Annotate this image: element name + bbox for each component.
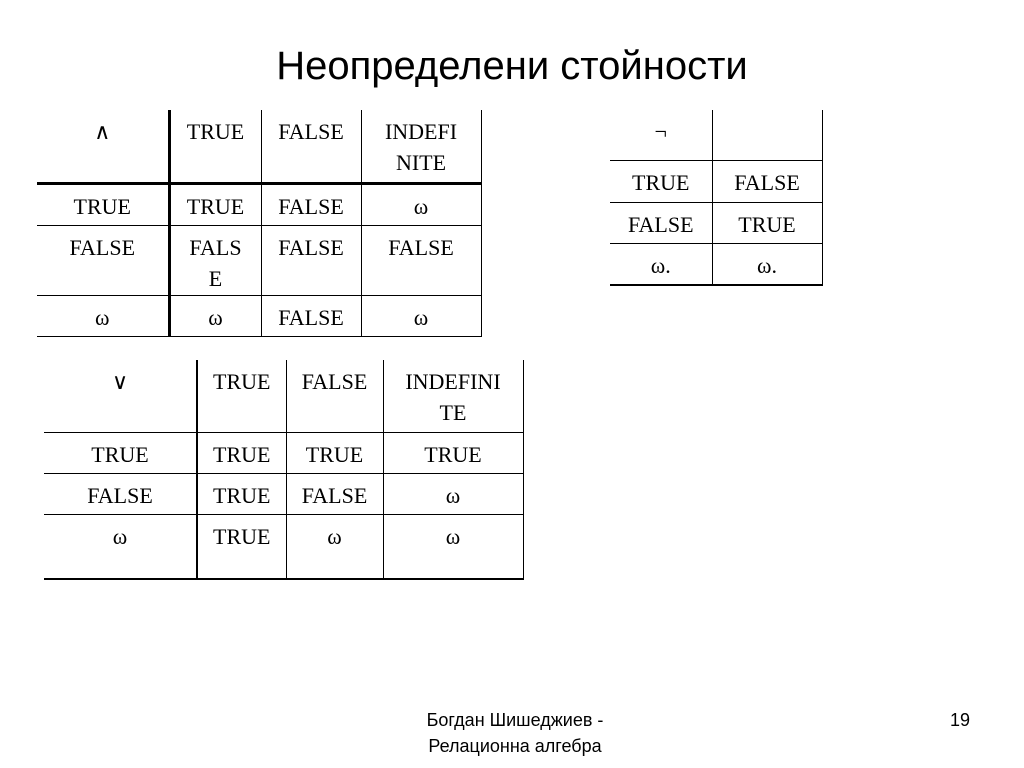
table-row: ω. ω. xyxy=(610,242,823,286)
table-cell: ω xyxy=(382,513,524,580)
table-header-cell: TRUE xyxy=(167,110,261,183)
table-cell: FALSE xyxy=(285,472,383,514)
table-cell: TRUE xyxy=(167,181,261,225)
table-row-header: FALSE xyxy=(37,224,169,295)
and-truth-table: ∧ TRUE FALSE INDEFI NITE TRUE TRUE FALSE… xyxy=(37,110,482,337)
table-header-cell xyxy=(711,110,823,160)
table-row-header: ω. xyxy=(610,242,712,286)
table-row-header: TRUE xyxy=(44,431,197,473)
table-cell: ω xyxy=(360,181,482,225)
table-row: TRUE FALSE xyxy=(610,159,823,202)
table-cell: FALS E xyxy=(167,224,261,295)
table-row: TRUE TRUE TRUE TRUE xyxy=(44,431,524,473)
or-truth-table: ∨ TRUE FALSE INDEFINI TE TRUE TRUE TRUE … xyxy=(44,360,524,580)
table-header-row: ∨ TRUE FALSE INDEFINI TE xyxy=(44,360,524,432)
table-cell: FALSE xyxy=(260,294,361,337)
table-row: FALSE FALS E FALSE FALSE xyxy=(37,224,482,295)
table-cell: TRUE xyxy=(711,201,823,243)
table-cell: TRUE xyxy=(196,472,286,514)
table-cell: TRUE xyxy=(285,431,383,473)
table-cell: TRUE xyxy=(196,513,286,580)
table-row: ω ω FALSE ω xyxy=(37,294,482,337)
table-row: FALSE TRUE FALSE ω xyxy=(44,472,524,514)
table-header-cell: TRUE xyxy=(196,360,286,432)
table-cell: ω xyxy=(382,472,524,514)
slide-title: Неопределени стойности xyxy=(276,44,748,88)
table-cell: ω xyxy=(360,294,482,337)
table-row: TRUE TRUE FALSE ω xyxy=(37,181,482,225)
page-number: 19 xyxy=(949,710,970,730)
table-cell: ω xyxy=(285,513,383,580)
table-row: FALSE TRUE xyxy=(610,201,823,243)
table-row-header: ω xyxy=(37,294,169,337)
footer-subject: Релационна алгебра xyxy=(428,736,602,756)
table-row-header: TRUE xyxy=(610,159,712,202)
table-header-row: ∧ TRUE FALSE INDEFI NITE xyxy=(37,110,482,183)
table-cell: FALSE xyxy=(360,224,482,295)
table-cell: FALSE xyxy=(260,181,361,225)
table-cell: FALSE xyxy=(711,159,823,202)
table-header-cell: INDEFI NITE xyxy=(360,110,482,183)
table-row: ω TRUE ω ω xyxy=(44,513,524,580)
and-operator-cell: ∧ xyxy=(94,119,111,144)
table-header-cell: INDEFINI TE xyxy=(382,360,524,432)
table-header-cell: FALSE xyxy=(285,360,383,432)
table-header-cell: FALSE xyxy=(260,110,361,183)
or-operator-cell: ∨ xyxy=(111,369,129,394)
slide-footer: Богдан Шишеджиев - Релационна алгебра xyxy=(390,707,640,759)
table-row-header: FALSE xyxy=(610,201,712,243)
table-row-header: ω xyxy=(44,513,197,580)
table-row-header: TRUE xyxy=(37,181,169,225)
table-cell: ω. xyxy=(711,242,823,286)
table-cell: TRUE xyxy=(382,431,524,473)
table-cell: ω xyxy=(167,294,261,337)
not-operator-cell: ¬ xyxy=(654,119,667,144)
footer-author: Богдан Шишеджиев - xyxy=(426,710,604,730)
table-cell: TRUE xyxy=(196,431,286,473)
table-cell: FALSE xyxy=(260,224,361,295)
table-header-row: ¬ xyxy=(610,110,823,160)
table-row-header: FALSE xyxy=(44,472,197,514)
not-truth-table: ¬ TRUE FALSE FALSE TRUE ω. ω. xyxy=(610,110,823,286)
